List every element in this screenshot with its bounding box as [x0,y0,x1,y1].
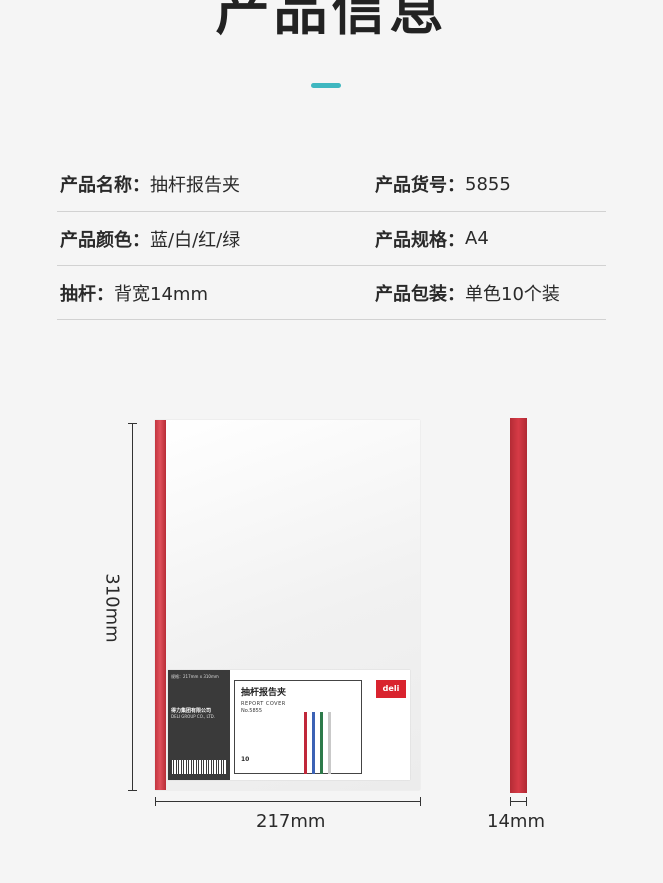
spec-cell: 产品包装： 单色10个装 [375,280,560,306]
spec-value: A4 [465,228,489,249]
label-company: 得力集团有限公司 [171,708,212,714]
spec-cell: 产品规格： A4 [375,226,489,252]
label-spec-text: 规格：217mm x 310mm [171,674,219,679]
height-dimension-line [132,423,133,791]
spec-value: 蓝/白/红/绿 [150,229,241,251]
spec-label: 产品货号： [375,175,465,196]
label-product-name: 抽杆报告夹 [241,688,287,698]
label-pack-count: 10 [241,756,250,763]
width-dimension-tick [155,797,156,806]
color-strip-white [328,712,331,774]
label-company-en: DELI GROUP CO., LTD. [171,714,215,719]
label-product-no: No.5855 [241,708,263,714]
label-product-en: REPORT COVER [241,701,286,707]
spec-row: 抽杆： 背宽14mm 产品包装： 单色10个装 [57,266,606,320]
color-strip-blue [312,712,315,774]
spine-side-view [510,418,527,793]
width-dimension-tick [420,797,421,806]
product-label-card: 规格：217mm x 310mm 得力集团有限公司 DELI GROUP CO.… [168,670,410,780]
spine-dimension-tick [526,797,527,806]
height-dimension-tick [128,423,137,424]
deli-logo: deli [376,680,406,698]
spec-cell: 产品颜色： 蓝/白/红/绿 [57,226,375,252]
spec-row: 产品颜色： 蓝/白/红/绿 产品规格： A4 [57,212,606,266]
spec-label: 抽杆： [60,283,114,305]
barcode-graphic [172,760,226,774]
spec-row: 产品名称： 抽杆报告夹 产品货号： 5855 [57,157,606,212]
spec-value: 单色10个装 [465,283,560,305]
label-card-dark-panel: 规格：217mm x 310mm 得力集团有限公司 DELI GROUP CO.… [168,670,230,780]
spec-value: 5855 [465,173,511,195]
spec-table: 产品名称： 抽杆报告夹 产品货号： 5855 产品颜色： 蓝/白/红/绿 产品规… [57,157,606,320]
spine-dimension-tick [510,797,511,806]
spec-value: 背宽14mm [114,283,208,305]
title-accent-bar [311,83,341,88]
label-card-main: 抽杆报告夹 REPORT COVER No.5855 10 deli [230,670,410,780]
page-title: 产品信息 [215,0,448,42]
width-label: 217mm [256,811,326,832]
slide-bar-spine [155,420,166,790]
spec-label: 产品规格： [375,229,465,251]
spec-cell: 产品名称： 抽杆报告夹 [57,171,375,197]
spec-cell: 抽杆： 背宽14mm [57,280,375,306]
color-strip-red [304,712,307,774]
spec-value: 抽杆报告夹 [150,175,240,196]
spine-dimension-line [510,801,527,802]
spec-label: 产品颜色： [60,229,150,251]
width-dimension-line [155,801,421,802]
spec-label: 产品包装： [375,283,465,305]
spine-label: 14mm [487,811,545,832]
label-inner-box: 抽杆报告夹 REPORT COVER No.5855 10 [234,680,362,774]
spec-label: 产品名称： [60,175,150,196]
height-dimension-tick [128,790,137,791]
color-strip-green [320,712,323,774]
height-label: 310mm [101,573,123,643]
spec-cell: 产品货号： 5855 [375,171,511,197]
